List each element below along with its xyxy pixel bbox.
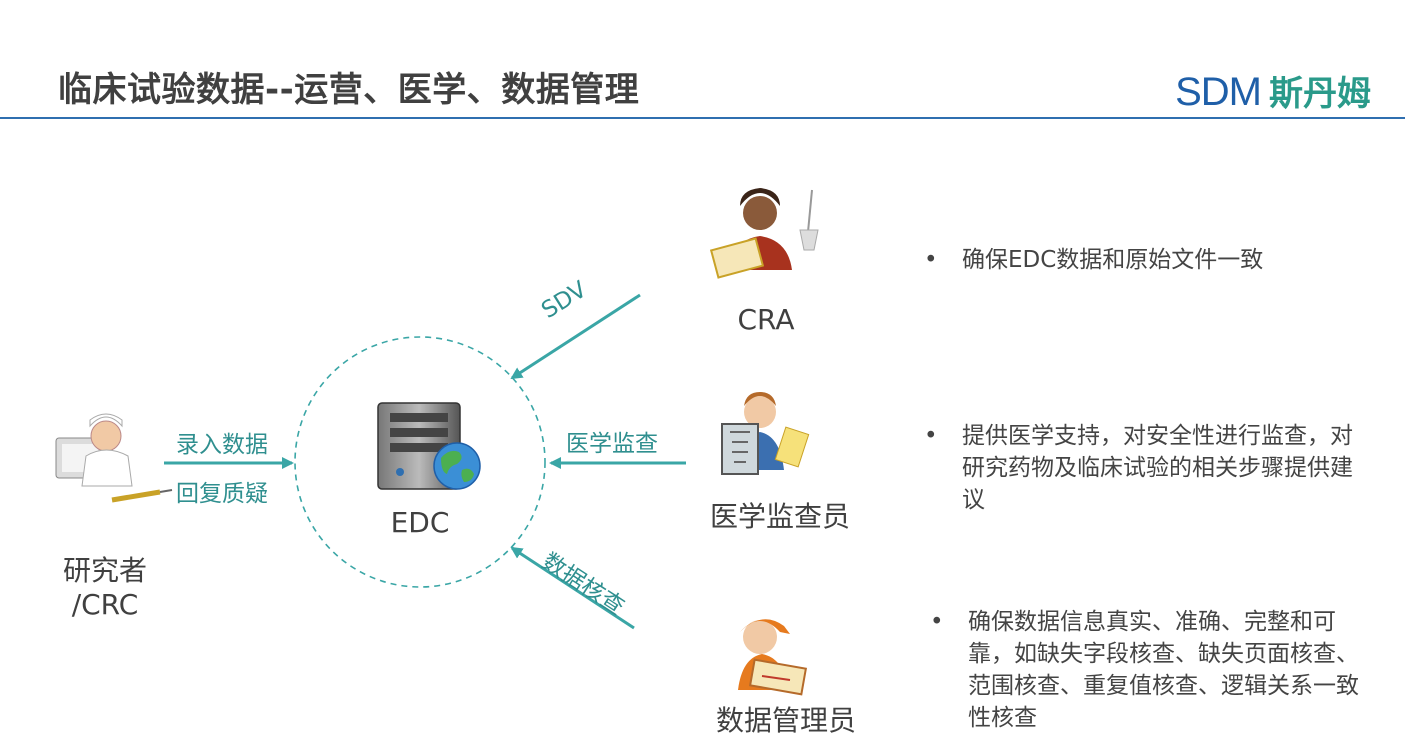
investigator-label: 研究者 /CRC bbox=[40, 554, 170, 622]
investigator-label-line1: 研究者 bbox=[62, 554, 147, 587]
globe-icon bbox=[433, 442, 481, 490]
medical-monitor-icon bbox=[721, 392, 810, 475]
investigator-label-line2: /CRC bbox=[71, 588, 139, 621]
sdm-logo: SDM 斯丹姆 bbox=[1175, 66, 1371, 115]
entry-arrow-label: 录入数据 bbox=[176, 432, 268, 458]
cra-icon bbox=[709, 188, 819, 279]
edc-boundary-circle bbox=[294, 336, 546, 588]
medical-monitor-label: 医学监查员 bbox=[709, 500, 850, 533]
logo-latin: SDM bbox=[1175, 70, 1262, 114]
logo-chinese: 斯丹姆 bbox=[1269, 74, 1371, 114]
reply-arrow-label: 回复质疑 bbox=[176, 481, 268, 507]
header-rule bbox=[0, 117, 1405, 119]
bullet-data-manager: • 确保数据信息真实、准确、完整和可靠，如缺失字段核查、缺失页面核查、范围核查、… bbox=[930, 606, 1360, 734]
bullet-dot: • bbox=[924, 423, 938, 449]
bullet-text: 确保EDC数据和原始文件一致 bbox=[962, 247, 1264, 273]
data-manager-icon bbox=[738, 619, 808, 696]
bullet-text: 确保数据信息真实、准确、完整和可靠，如缺失字段核查、缺失页面核查、范围核查、重复… bbox=[968, 609, 1359, 731]
bullet-cra: • 确保EDC数据和原始文件一致 bbox=[924, 244, 1364, 276]
bullet-dot: • bbox=[924, 247, 938, 273]
medical-review-arrow-label: 医学监查 bbox=[566, 431, 658, 457]
sdv-arrow bbox=[510, 293, 641, 380]
bullet-text: 提供医学支持，对安全性进行监查，对研究药物及临床试验的相关步骤提供建议 bbox=[962, 423, 1353, 513]
cra-label: CRA bbox=[737, 303, 795, 336]
bullet-dot: • bbox=[930, 609, 944, 635]
investigator-icon bbox=[55, 413, 173, 503]
data-manager-label: 数据管理员 bbox=[715, 704, 856, 737]
bullet-medical-monitor: • 提供医学支持，对安全性进行监查，对研究药物及临床试验的相关步骤提供建议 bbox=[924, 420, 1354, 516]
edc-label: EDC bbox=[390, 506, 450, 539]
data-check-arrow bbox=[510, 546, 635, 630]
page-title: 临床试验数据--运营、医学、数据管理 bbox=[58, 70, 640, 110]
